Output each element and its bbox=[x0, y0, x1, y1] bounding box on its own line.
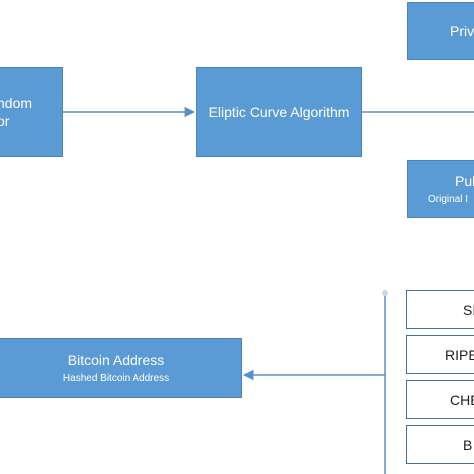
private-key-title: Priv bbox=[450, 23, 474, 39]
hash-step-ripemd: RIPE bbox=[406, 335, 474, 374]
hash-step-checksum-label: CHE bbox=[450, 391, 474, 408]
hash-step-ripemd-label: RIPE bbox=[445, 346, 474, 363]
hash-step-sha: SI bbox=[406, 290, 474, 329]
public-key-subtitle: Original I bbox=[428, 193, 469, 205]
bitcoin-address-subtitle: Hashed Bitcoin Address bbox=[62, 372, 170, 384]
hash-step-sha-label: SI bbox=[463, 301, 474, 318]
elliptic-curve-title: Eliptic Curve Algorithm bbox=[208, 104, 350, 120]
hash-step-base58-label: B bbox=[463, 436, 473, 453]
bracket-top-dot bbox=[382, 290, 388, 296]
hash-step-checksum: CHE bbox=[406, 380, 474, 419]
random-generator-title: ndom bbox=[0, 95, 33, 111]
bitcoin-address-box: Bitcoin Address Hashed Bitcoin Address bbox=[0, 338, 242, 398]
public-key-box: Pul Original I bbox=[407, 160, 474, 218]
random-generator-title-line2: or bbox=[0, 113, 10, 129]
hash-step-base58: B bbox=[406, 425, 474, 464]
random-generator-box: ndom or bbox=[0, 67, 63, 157]
public-key-title: Pul bbox=[455, 172, 474, 189]
bitcoin-address-title: Bitcoin Address bbox=[67, 351, 165, 368]
private-key-box: Priv bbox=[407, 2, 474, 60]
elliptic-curve-box: Eliptic Curve Algorithm bbox=[196, 67, 362, 157]
